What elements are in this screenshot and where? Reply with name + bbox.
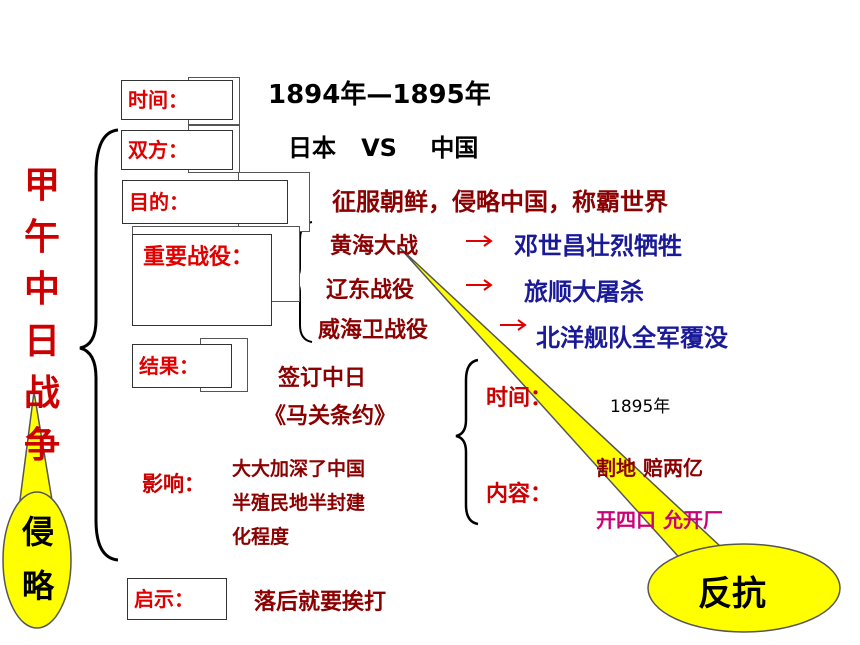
- resistance-callout-bubble: [647, 543, 841, 633]
- result-value-line1: 签订中日: [278, 366, 367, 391]
- treaty-time-value: 1895年: [610, 397, 671, 417]
- invasion-callout-text: 侵略: [21, 513, 54, 605]
- battles-label: 重要战役：: [132, 234, 272, 326]
- treaty-time-label: 时间：: [486, 386, 553, 411]
- lesson-label: 启示：: [127, 578, 227, 620]
- treaty-brace: [455, 358, 479, 526]
- resistance-callout-text: 反抗: [698, 574, 766, 614]
- impact-value-line2: 半殖民地半封建: [232, 492, 366, 514]
- battle-arrows: [466, 235, 527, 331]
- treaty-content-label: 内容：: [486, 482, 553, 507]
- battle-result-1: 邓世昌壮烈牺牲: [514, 232, 682, 260]
- invasion-callout-bubble: [2, 491, 72, 629]
- purpose-value: 征服朝鲜，侵略中国，称霸世界: [332, 188, 668, 216]
- battle-name-1: 黄海大战: [330, 234, 419, 259]
- battle-result-2: 旅顺大屠杀: [524, 278, 644, 306]
- impact-label: 影响：: [142, 472, 205, 496]
- treaty-content-line1: 割地 赔两亿: [596, 456, 703, 480]
- battle-name-2: 辽东战役: [326, 278, 415, 303]
- time-value: 1894年—1895年: [268, 80, 491, 110]
- parties-value: 日本 VS 中国: [288, 134, 479, 162]
- lesson-value: 落后就要挨打: [254, 590, 387, 615]
- impact-value-line1: 大大加深了中国: [232, 458, 366, 480]
- result-value-line2: 《马关条约》: [264, 404, 397, 429]
- battle-result-3: 北洋舰队全军覆没: [536, 324, 728, 352]
- treaty-content-line2: 开四口 允开厂: [596, 508, 723, 532]
- time-label: 时间：: [121, 80, 233, 120]
- main-brace: [79, 128, 119, 562]
- impact-value-line3: 化程度: [232, 526, 290, 548]
- purpose-label: 目的：: [122, 180, 288, 224]
- battle-name-3: 威海卫战役: [318, 318, 429, 343]
- result-label: 结果：: [132, 344, 232, 388]
- parties-label: 双方：: [121, 130, 233, 170]
- title-vertical: 甲午中日战争: [23, 165, 60, 466]
